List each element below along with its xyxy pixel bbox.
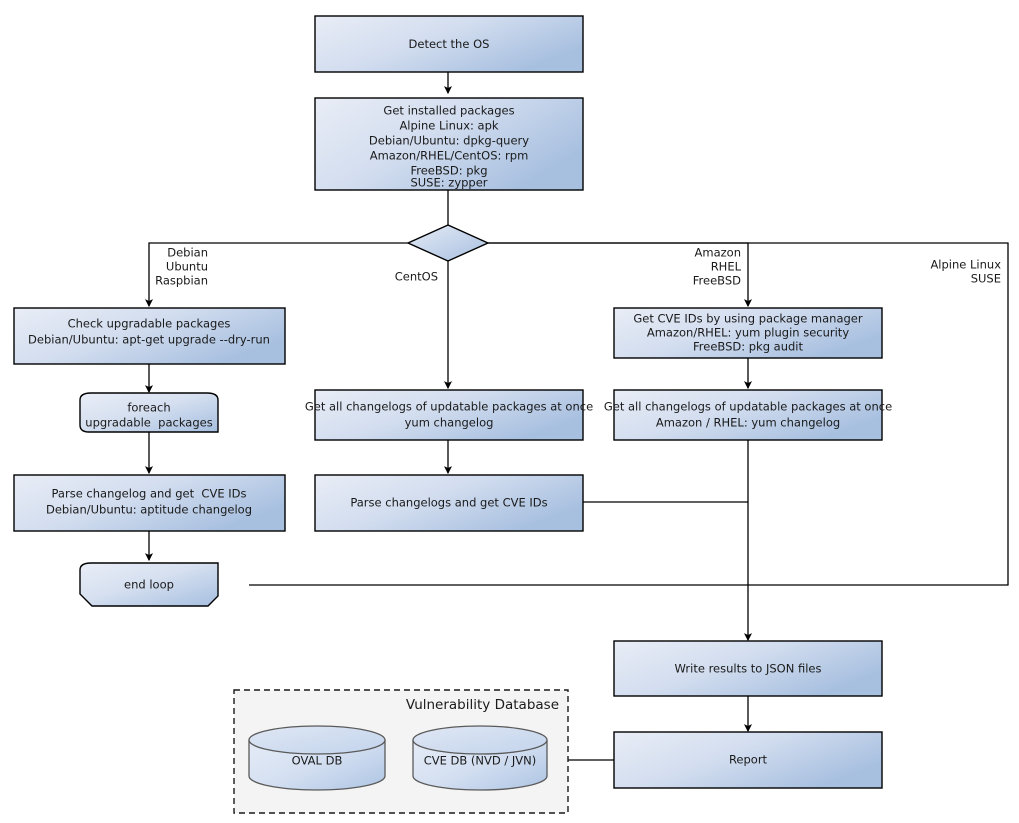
node-changelogs-centos-shape[interactable]	[314, 389, 584, 441]
node-parse-changelogs-centos-shape[interactable]	[314, 474, 584, 532]
group-vulnerability-database-title: Vulnerability Database	[406, 697, 559, 713]
group-vulnerability-database: Vulnerability Database OVAL DB CVE DB (N…	[233, 689, 569, 814]
node-end-loop-shape[interactable]	[79, 562, 219, 607]
node-write-json-shape[interactable]	[613, 640, 883, 697]
edge-label-alpine-line-0: Alpine Linux	[930, 258, 1001, 272]
node-changelogs-amazon-line-1: Amazon / RHEL: yum changelog	[656, 416, 840, 430]
connector-decision-to-debian	[144, 242, 408, 308]
node-changelogs-amazon-line-0: Get all changelogs of updatable packages…	[604, 400, 892, 414]
edge-label-amazon-line-1: RHEL	[711, 260, 742, 274]
node-report-label: Report	[729, 753, 768, 767]
edge-label-debian-line-0: Debian	[167, 246, 208, 260]
db-oval-top[interactable]	[248, 725, 386, 755]
node-foreach-loop-line-1: upgradable packages	[85, 416, 212, 430]
node-get-installed-packages-line-3: Amazon/RHEL/CentOS: rpm	[370, 149, 529, 163]
db-cve[interactable]: CVE DB (NVD / JVN)	[412, 725, 548, 791]
connector-layer	[144, 72, 1009, 761]
node-parse-changelog-debian-line-0: Parse changelog and get CVE IDs	[52, 487, 247, 501]
node-detect-os[interactable]: Detect the OS	[314, 15, 584, 73]
node-foreach-loop-line-0: foreach	[127, 401, 170, 415]
db-cve-label: CVE DB (NVD / JVN)	[424, 754, 537, 768]
node-get-installed-packages-line-5: SUSE: zypper	[410, 176, 487, 190]
edge-label-centos: CentOS	[395, 270, 438, 284]
node-get-installed-packages[interactable]: Get installed packages Alpine Linux: apk…	[314, 97, 584, 191]
node-check-upgradable-shape[interactable]	[13, 307, 286, 365]
node-detect-os-shape[interactable]	[314, 15, 584, 73]
edge-label-debian-line-1: Ubuntu	[166, 260, 208, 274]
edge-label-debian: Debian Ubuntu Raspbian	[155, 246, 208, 288]
node-write-json[interactable]: Write results to JSON files	[613, 640, 883, 697]
db-oval[interactable]: OVAL DB	[248, 725, 386, 791]
node-os-decision[interactable]	[406, 224, 490, 262]
node-parse-changelog-debian[interactable]: Parse changelog and get CVE IDs Debian/U…	[13, 474, 286, 532]
edge-label-amazon-line-2: FreeBSD	[693, 274, 741, 288]
node-end-loop[interactable]: end loop	[79, 562, 219, 607]
node-get-installed-packages-line-0: Get installed packages	[383, 104, 514, 118]
edge-label-amazon: Amazon RHEL FreeBSD	[693, 246, 742, 288]
node-parse-changelog-debian-shape[interactable]	[13, 474, 286, 532]
edge-label-alpine: Alpine Linux SUSE	[930, 258, 1001, 286]
node-check-upgradable-line-1: Debian/Ubuntu: apt-get upgrade --dry-run	[28, 333, 270, 347]
node-get-installed-packages-line-2: Debian/Ubuntu: dpkg-query	[369, 134, 529, 148]
node-foreach-loop-shape[interactable]	[79, 392, 219, 433]
node-report[interactable]: Report	[613, 731, 883, 789]
node-detect-os-label: Detect the OS	[409, 37, 490, 51]
edge-label-alpine-line-1: SUSE	[971, 272, 1001, 286]
node-changelogs-centos-line-0: Get all changelogs of updatable packages…	[305, 400, 593, 414]
node-get-installed-packages-line-4: FreeBSD: pkg	[410, 164, 487, 178]
node-changelogs-amazon[interactable]: Get all changelogs of updatable packages…	[604, 389, 892, 441]
db-oval-label: OVAL DB	[292, 754, 343, 768]
node-report-shape[interactable]	[613, 731, 883, 789]
node-write-json-label: Write results to JSON files	[675, 662, 822, 676]
node-get-cve-pkgmgr[interactable]: Get CVE IDs by using package manager Ama…	[613, 307, 883, 359]
node-check-upgradable-line-0: Check upgradable packages	[68, 317, 231, 331]
node-get-installed-packages-shape[interactable]	[314, 97, 584, 191]
edge-label-debian-line-2: Raspbian	[155, 274, 208, 288]
node-changelogs-centos[interactable]: Get all changelogs of updatable packages…	[305, 389, 593, 441]
node-get-cve-pkgmgr-line-1: Amazon/RHEL: yum plugin security	[647, 326, 849, 340]
node-get-cve-pkgmgr-line-2: FreeBSD: pkg audit	[693, 340, 804, 354]
node-foreach-loop[interactable]: foreach upgradable packages	[79, 392, 219, 433]
node-parse-changelogs-centos[interactable]: Parse changelogs and get CVE IDs	[314, 474, 584, 532]
node-changelogs-amazon-shape[interactable]	[613, 389, 883, 441]
node-os-decision-shape[interactable]	[406, 224, 490, 262]
node-parse-changelog-debian-line-1: Debian/Ubuntu: aptitude changelog	[46, 503, 252, 517]
node-end-loop-label: end loop	[124, 578, 174, 592]
edge-label-centos-line-0: CentOS	[395, 270, 438, 284]
db-cve-top[interactable]	[412, 725, 548, 755]
node-get-cve-pkgmgr-line-0: Get CVE IDs by using package manager	[633, 312, 863, 326]
connector-decision-to-alpine	[249, 242, 1009, 586]
edge-label-amazon-line-0: Amazon	[695, 246, 741, 260]
node-get-cve-pkgmgr-shape[interactable]	[613, 307, 883, 359]
node-check-upgradable[interactable]: Check upgradable packages Debian/Ubuntu:…	[13, 307, 286, 365]
node-get-installed-packages-line-1: Alpine Linux: apk	[399, 119, 498, 133]
node-parse-changelogs-centos-label: Parse changelogs and get CVE IDs	[350, 496, 547, 510]
node-changelogs-centos-line-1: yum changelog	[405, 416, 494, 430]
